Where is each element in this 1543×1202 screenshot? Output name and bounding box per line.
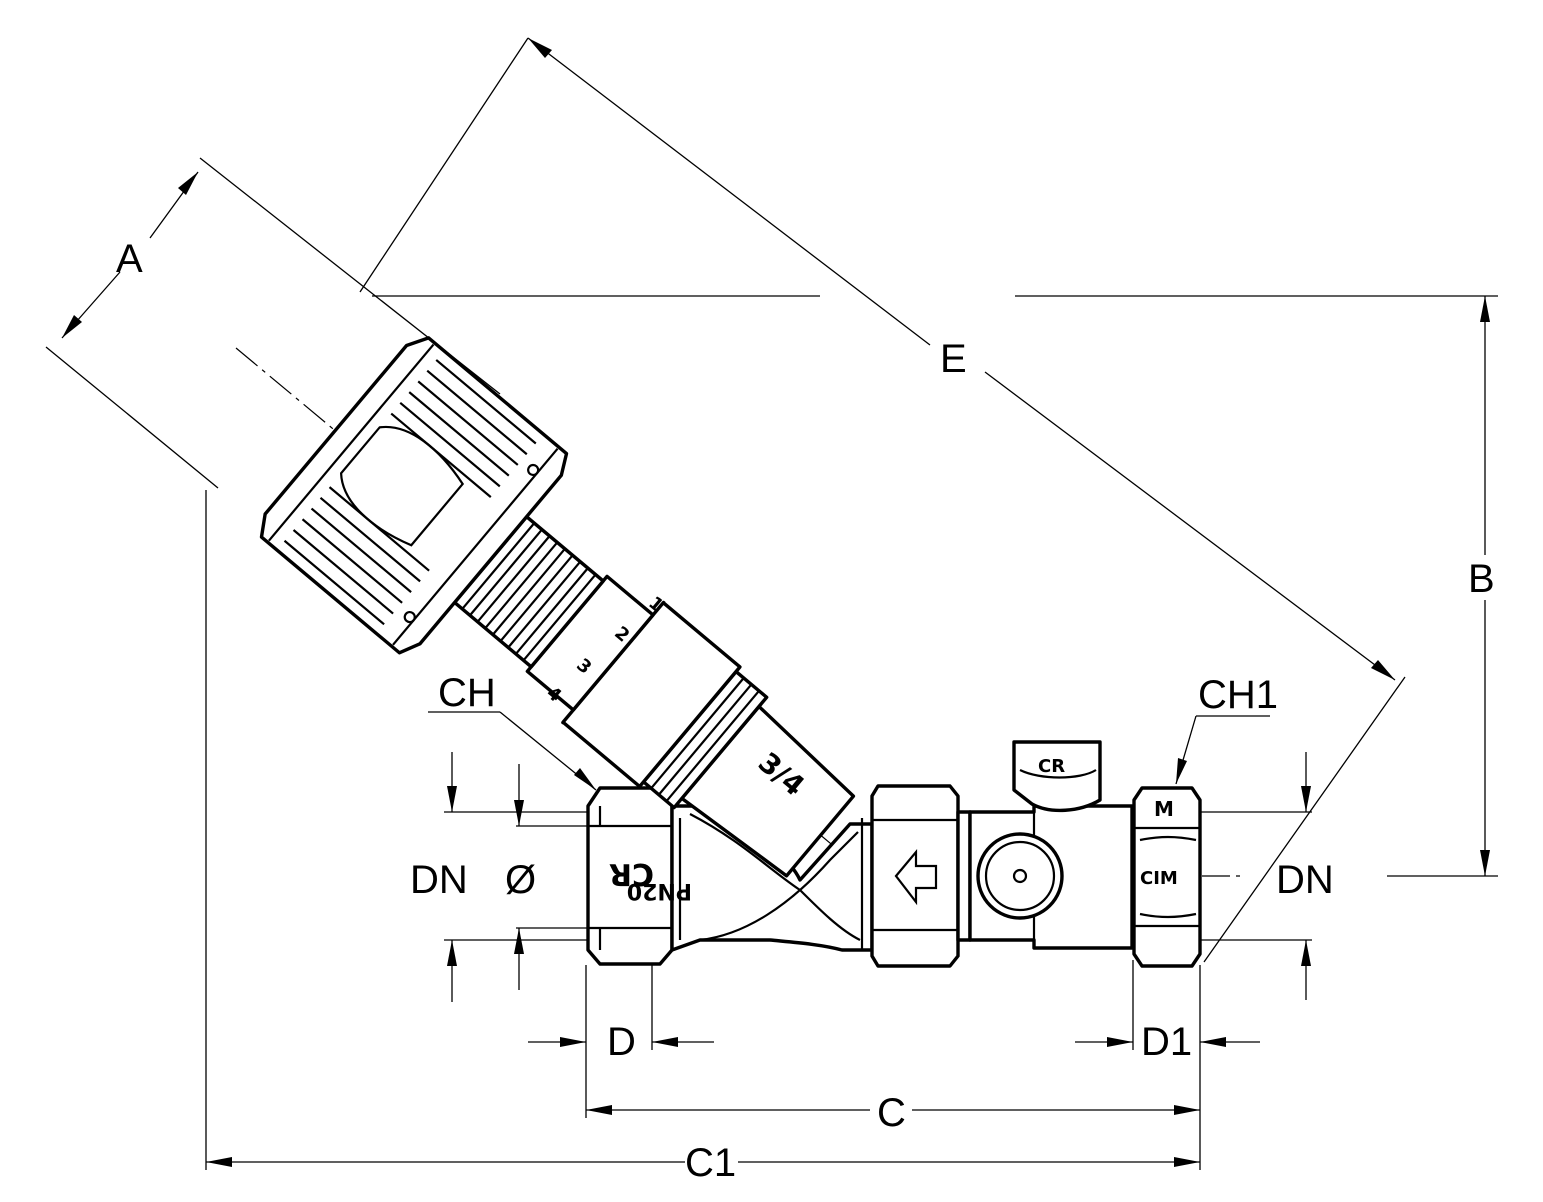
dim-label-dn-left: DN <box>410 858 468 902</box>
bonnet-assembly <box>259 336 856 878</box>
pressure-marking: PN20 <box>627 878 692 903</box>
dim-label-e: E <box>940 337 967 381</box>
dim-label-diameter: Ø <box>505 858 536 902</box>
brand-marking-right: CIM <box>1140 868 1178 889</box>
brand-marking-left: CR <box>609 856 654 891</box>
dim-label-c1: C1 <box>685 1141 736 1185</box>
handwheel <box>259 336 569 655</box>
dim-label-d1: D1 <box>1141 1020 1192 1064</box>
body-hex-nut <box>870 784 960 968</box>
dim-label-ch1: CH1 <box>1198 673 1278 717</box>
brand-marking-top: CR <box>1038 756 1065 777</box>
labels: A E B CH CH1 DN Ø DN D D1 C C1 PN20 CR C… <box>116 237 1495 1185</box>
dim-label-b: B <box>1468 557 1495 601</box>
pressure-port <box>976 832 1064 920</box>
arrow-left-icon <box>894 848 938 906</box>
dim-label-dn-right: DN <box>1276 858 1334 902</box>
outlet-hex-nut <box>1132 786 1202 968</box>
dimension-lines <box>45 37 1498 1170</box>
dim-label-c: C <box>877 1091 906 1135</box>
valve-body <box>586 740 1202 968</box>
dim-label-ch: CH <box>438 671 496 715</box>
dim-label-a: A <box>116 237 143 281</box>
nut-marking: M <box>1154 797 1174 821</box>
dim-label-d: D <box>607 1020 636 1064</box>
